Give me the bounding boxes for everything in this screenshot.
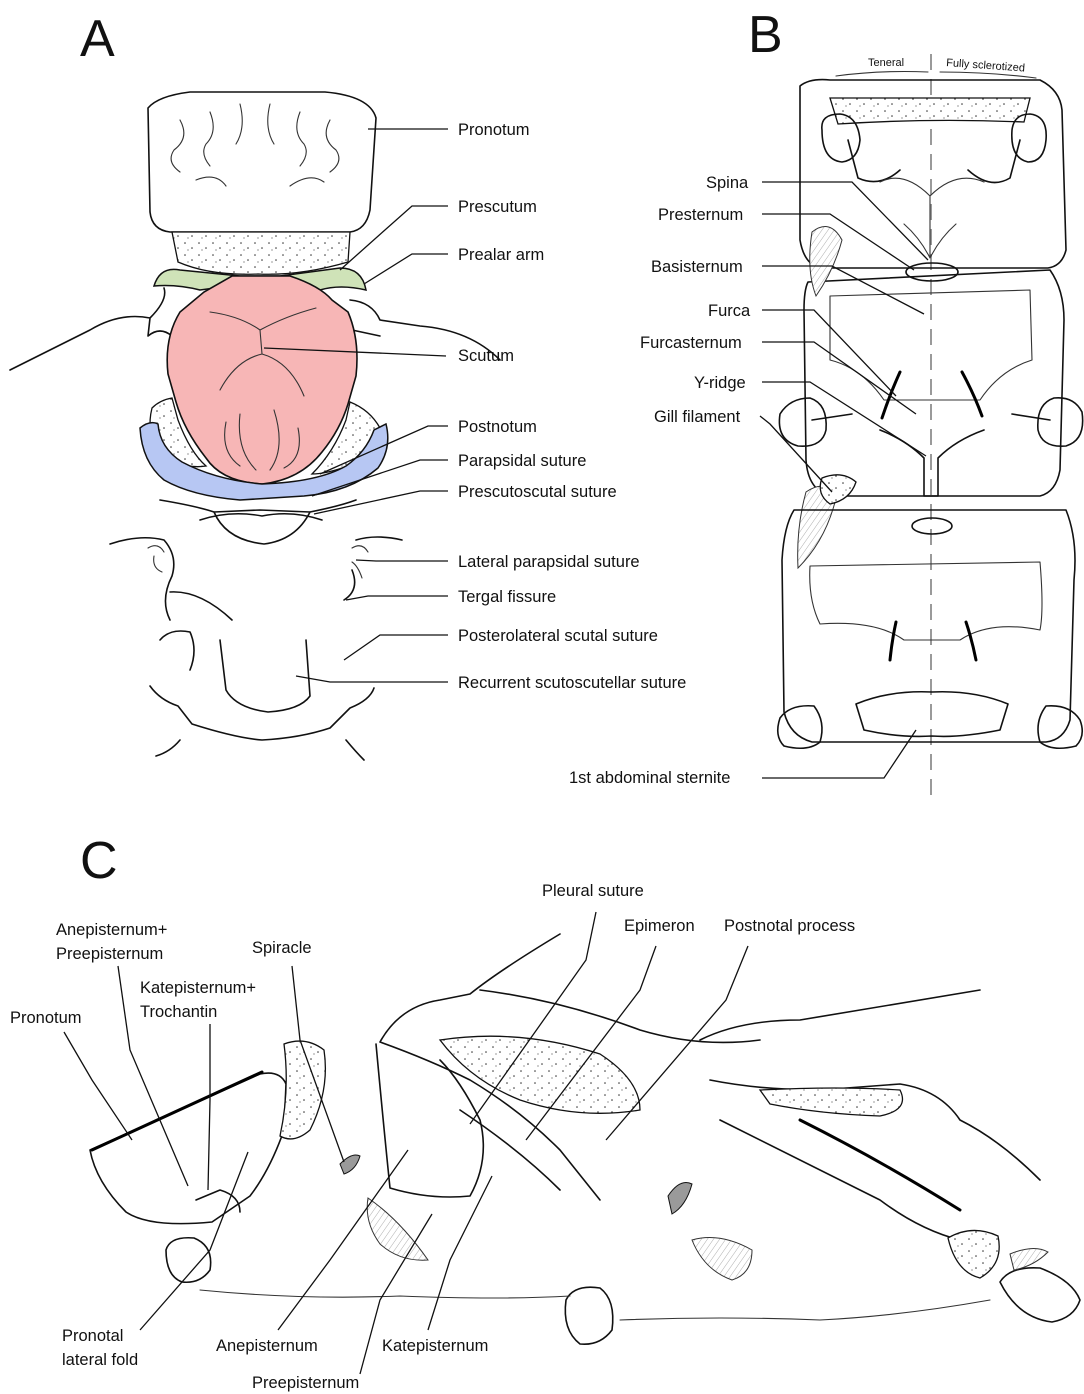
label-spina: Spina <box>706 174 749 192</box>
label-epimeron: Epimeron <box>624 917 695 935</box>
right-procoxa <box>968 114 1046 183</box>
abdominal-stipple <box>948 1230 999 1278</box>
label-recurrent-scutoscutellar-suture: Recurrent scutoscutellar suture <box>458 674 686 692</box>
metafurca-right <box>966 622 976 660</box>
metasternum-outline <box>782 510 1075 742</box>
metapleural-ridge <box>800 1120 960 1210</box>
panel-a-letter: A <box>80 10 115 68</box>
label-posterolateral-scutal-suture: Posterolateral scutal suture <box>458 627 658 645</box>
spiracle-metathorax <box>668 1183 692 1215</box>
label-basisternum: Basisternum <box>651 258 743 276</box>
lower-body-outline <box>200 1290 990 1320</box>
label-prescutum: Prescutum <box>458 198 537 216</box>
left-furca-arm <box>882 372 900 418</box>
right-furca-arm <box>962 372 982 416</box>
label-anepisternum-preepisternum-1: Anepisternum+ <box>56 921 167 939</box>
mesosternum-outline <box>804 270 1064 496</box>
label-tergal-fissure: Tergal fissure <box>458 588 556 606</box>
pleural-suture-line <box>460 1110 560 1190</box>
label-y-ridge: Y-ridge <box>694 374 746 392</box>
label-furca: Furca <box>708 302 751 320</box>
label-pleural-suture: Pleural suture <box>542 882 644 900</box>
gill-filament-base <box>820 475 856 504</box>
metathorax-stipple <box>760 1088 903 1116</box>
gill-filament-c1 <box>367 1198 428 1260</box>
label-scutum: Scutum <box>458 347 514 365</box>
metacoxa-lateral <box>1000 1268 1080 1322</box>
procoxa-lateral <box>166 1190 240 1282</box>
left-procoxa <box>822 114 900 182</box>
gill-filament-c3 <box>1010 1248 1048 1270</box>
label-lateral-parapsidal-suture: Lateral parapsidal suture <box>458 553 640 571</box>
gill-filament-upper <box>810 227 842 296</box>
metafurca-left <box>890 622 896 660</box>
label-postnotal-process: Postnotal process <box>724 917 855 935</box>
label-preepisternum: Preepisternum <box>252 1374 359 1392</box>
prosternum-stipple <box>830 98 1030 124</box>
label-pronotum-a: Pronotum <box>458 121 530 139</box>
label-presternum: Presternum <box>658 206 743 224</box>
header-teneral: Teneral <box>868 57 904 69</box>
pronotum-shape <box>148 92 376 232</box>
panel-c: C <box>80 832 1080 1344</box>
label-spiracle: Spiracle <box>252 939 312 957</box>
gill-filament-c2 <box>692 1238 752 1280</box>
label-pronotal-lateral-fold-1: Pronotal <box>62 1327 123 1345</box>
mesocoxa-lateral <box>565 1287 613 1344</box>
panel-b-labels: Spina Presternum Basisternum Furca Furca… <box>569 174 928 787</box>
teneral-bracket <box>836 72 928 77</box>
label-pronotum-c: Pronotum <box>10 1009 82 1027</box>
label-anepisternum: Anepisternum <box>216 1337 318 1355</box>
label-parapsidal-suture: Parapsidal suture <box>458 452 586 470</box>
label-katepisternum-trochantin-2: Trochantin <box>140 1003 217 1021</box>
left-mesocoxa <box>779 398 852 446</box>
label-furcasternum: Furcasternum <box>640 334 742 352</box>
label-first-abdominal-sternite: 1st abdominal sternite <box>569 769 730 787</box>
label-katepisternum-trochantin-1: Katepisternum+ <box>140 979 256 997</box>
right-mesocoxa <box>1012 398 1083 446</box>
pronotum-dorsal-edge <box>92 1072 262 1150</box>
label-postnotum: Postnotum <box>458 418 537 436</box>
metabasisternum-plate <box>810 562 1042 640</box>
pronotum-stippled-band <box>172 232 350 274</box>
panel-c-letter: C <box>80 832 118 890</box>
panel-b-letter: B <box>748 6 783 64</box>
label-prescutoscutal-suture: Prescutoscutal suture <box>458 483 617 501</box>
label-gill-filament: Gill filament <box>654 408 741 426</box>
scutum-area <box>167 276 357 484</box>
panel-a: A <box>10 10 500 760</box>
left-wing-base <box>10 288 172 370</box>
metanotum-outline <box>110 500 402 760</box>
label-pronotal-lateral-fold-2: lateral fold <box>62 1351 138 1369</box>
label-prealar-arm: Prealar arm <box>458 246 544 264</box>
label-anepisternum-preepisternum-2: Preepisternum <box>56 945 163 963</box>
lateral-pronotum-shape <box>90 1073 286 1224</box>
panel-c-labels: Pleural suture Epimeron Postnotal proces… <box>10 882 855 1392</box>
label-katepisternum: Katepisternum <box>382 1337 488 1355</box>
panel-b: B Teneral Fully sclerotized <box>748 6 1083 796</box>
